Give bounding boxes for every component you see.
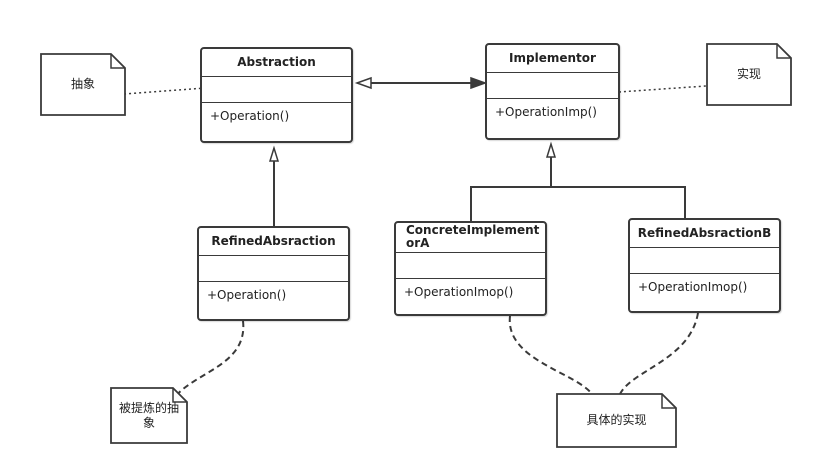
note-refined-abstract-text: 被提炼的抽象: [118, 400, 179, 430]
note-anchor-refined-b: [619, 312, 699, 395]
class-refined-absraction-attributes: [199, 256, 348, 282]
class-refined-absraction-b[interactable]: RefinedAbsractionB +OperationImop(): [628, 218, 781, 313]
note-anchor-implement: [618, 85, 707, 93]
class-abstraction[interactable]: Abstraction +Operation(): [200, 47, 353, 143]
association-arrow-abstraction: [354, 76, 372, 90]
class-abstraction-operation: +Operation(): [210, 109, 290, 123]
note-concrete-impl-text: 具体的实现: [586, 413, 647, 427]
note-abstract-text: 抽象: [70, 77, 95, 91]
note-anchor-refined: [174, 320, 245, 398]
class-refined-absraction-b-attributes: [630, 248, 779, 274]
class-refined-absraction-operation: +Operation(): [207, 288, 287, 302]
note-anchor-concrete: [508, 315, 593, 395]
note-abstract: 抽象: [40, 53, 126, 116]
class-abstraction-name: Abstraction: [202, 49, 351, 77]
note-implement: 实现: [706, 43, 792, 106]
class-refined-absraction[interactable]: RefinedAbsraction +Operation(): [197, 226, 350, 321]
note-refined-abstract: 被提炼的抽象: [110, 387, 188, 444]
class-implementor[interactable]: Implementor +OperationImp(): [485, 43, 620, 140]
class-refined-absraction-b-operation: +OperationImop(): [638, 280, 748, 294]
generalization-arrow-implementor: [545, 141, 557, 158]
class-implementor-attributes: [487, 73, 618, 99]
note-anchor-abstract: [123, 87, 206, 95]
generalization-line-implementors: [470, 157, 686, 221]
class-concrete-implementor-a-operation: +OperationImop(): [404, 285, 514, 299]
class-refined-absraction-name: RefinedAbsraction: [199, 228, 348, 256]
class-concrete-implementor-a[interactable]: ConcreteImplementorA +OperationImop(): [394, 221, 547, 316]
class-concrete-implementor-a-attributes: [396, 253, 545, 279]
note-concrete-impl: 具体的实现: [556, 393, 677, 448]
class-implementor-operation: +OperationImp(): [495, 105, 597, 119]
class-abstraction-attributes: [202, 77, 351, 103]
generalization-arrow-abstraction: [268, 145, 280, 162]
note-implement-text: 实现: [736, 67, 761, 81]
class-implementor-name: Implementor: [487, 45, 618, 73]
association-arrow-implementor: [470, 76, 488, 90]
class-concrete-implementor-a-name: ConcreteImplementorA: [396, 223, 545, 253]
class-refined-absraction-b-name: RefinedAbsractionB: [630, 220, 779, 248]
